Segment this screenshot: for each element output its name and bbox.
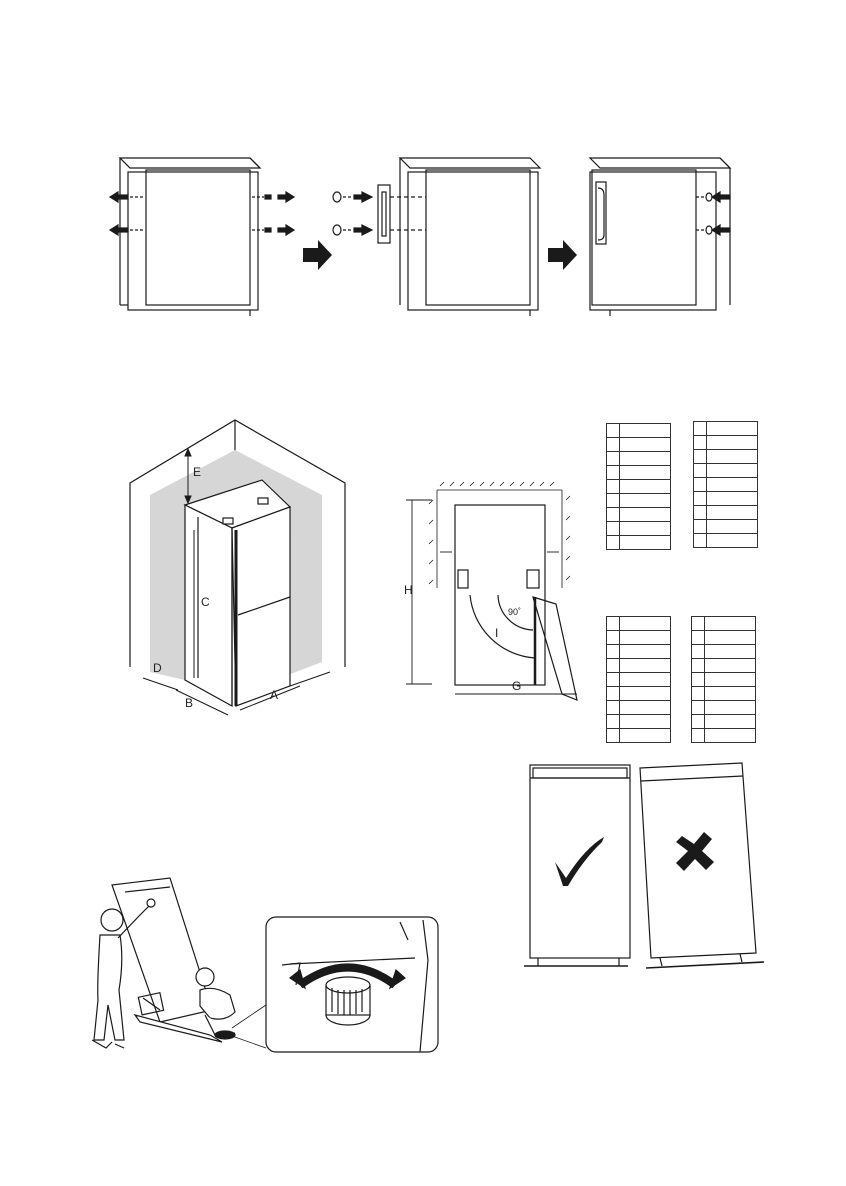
angle-label: 90˚: [508, 607, 521, 617]
fridge-step-1: [120, 158, 260, 316]
dimension-c-label: C: [201, 595, 210, 609]
dimension-g-label: G: [512, 679, 521, 693]
screws-step-3: [696, 192, 730, 235]
fridge-step-2: [378, 158, 540, 316]
door-opening-diagram: H G I 90˚: [400, 480, 590, 710]
dimension-h-label: H: [404, 583, 413, 597]
screws-step-1: [110, 192, 294, 235]
fridge-plan: [455, 505, 577, 700]
door-reversal-diagram: [0, 140, 846, 330]
kneeling-person: [196, 968, 235, 1039]
dimension-i-label: I: [495, 626, 498, 640]
fridge-step-3: [590, 158, 730, 316]
level-check-diagram: [520, 760, 770, 975]
fridge-box: [185, 480, 290, 706]
spec-table-bottom-left: [606, 616, 671, 743]
right-arrow-icon: [548, 240, 577, 270]
dimension-a-label: A: [270, 688, 278, 702]
dimension-lines: [406, 500, 577, 694]
spec-table-top-right: [693, 421, 758, 548]
handle-fitting-step-2: [333, 192, 426, 235]
spec-table-bottom-right: [691, 616, 756, 743]
dimension-d-label: D: [153, 661, 162, 675]
leveling-foot-zoom: [232, 917, 438, 1052]
right-arrow-icon: [303, 240, 332, 270]
placement-clearance-diagram: E C D B A: [120, 415, 360, 730]
wall-hatch: [429, 482, 570, 588]
spec-table-top-left: [606, 423, 671, 550]
levelling-illustration: [85, 870, 445, 1060]
tilted-fridge: [112, 878, 222, 1042]
dimension-b-label: B: [185, 696, 193, 710]
dimension-e-label: E: [193, 465, 201, 479]
